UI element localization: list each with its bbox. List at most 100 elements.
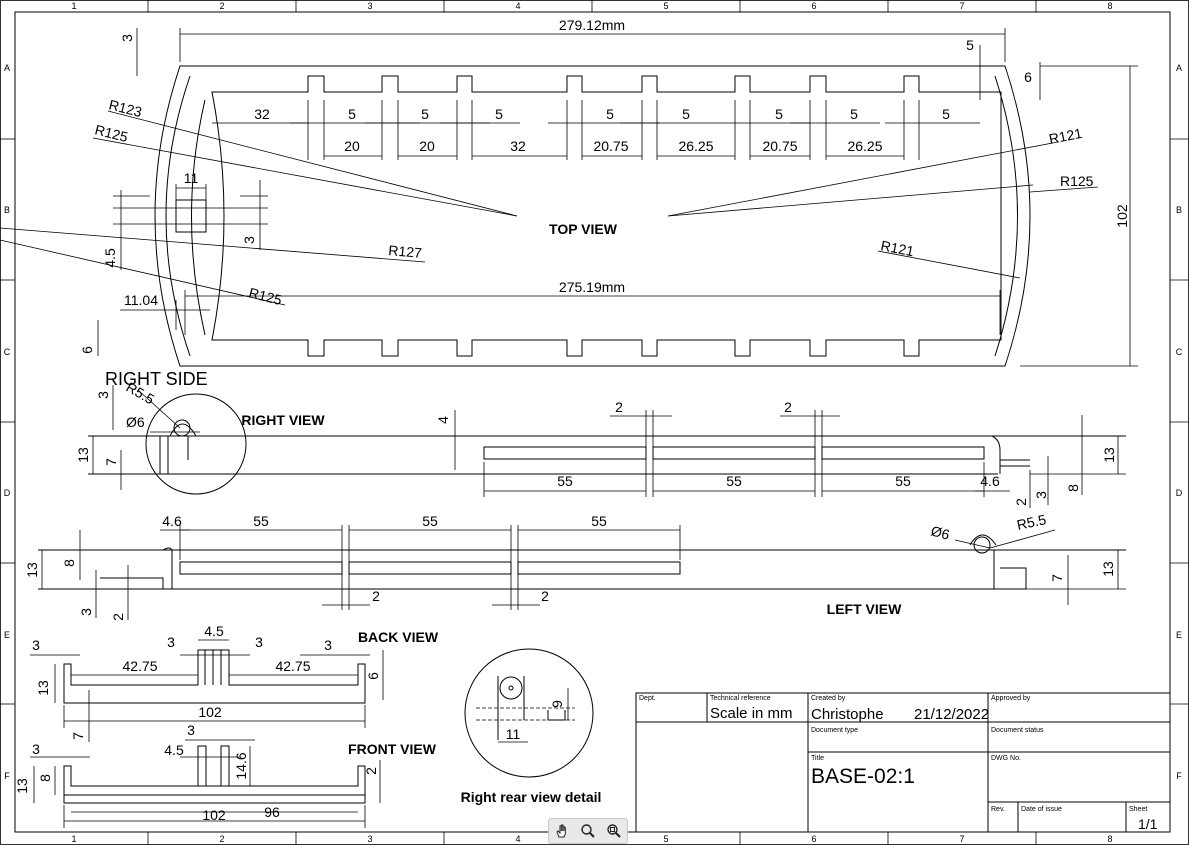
svg-text:55: 55 <box>726 473 742 489</box>
svg-text:20: 20 <box>344 138 360 154</box>
svg-text:6: 6 <box>1024 69 1032 85</box>
svg-text:55: 55 <box>557 473 573 489</box>
svg-text:Scale in mm: Scale in mm <box>710 705 793 722</box>
zoom-fit-icon[interactable] <box>603 821 625 841</box>
viewer-toolbar <box>548 818 628 844</box>
svg-text:3: 3 <box>78 608 94 616</box>
svg-text:4: 4 <box>435 416 451 424</box>
svg-text:4: 4 <box>515 834 520 844</box>
svg-text:20.75: 20.75 <box>593 138 628 154</box>
svg-text:3: 3 <box>119 34 135 42</box>
svg-text:3: 3 <box>367 834 372 844</box>
zoom-icon[interactable] <box>577 821 599 841</box>
svg-text:2: 2 <box>541 588 549 604</box>
svg-text:3: 3 <box>255 634 263 650</box>
svg-text:20: 20 <box>419 138 435 154</box>
svg-text:B: B <box>4 205 10 215</box>
svg-text:C: C <box>1176 347 1183 357</box>
svg-text:8: 8 <box>1065 484 1081 492</box>
svg-text:DWG No.: DWG No. <box>991 755 1021 762</box>
svg-text:Christophe: Christophe <box>811 706 884 723</box>
title-block: Dept. Technical reference Scale in mm Cr… <box>635 692 1171 833</box>
svg-text:21/12/2022: 21/12/2022 <box>914 706 989 723</box>
front-view: FRONT VIEW 3 3 4.5 14.6 13 8 2 102 96 <box>14 722 437 828</box>
svg-text:Dept.: Dept. <box>639 695 656 702</box>
svg-text:R125: R125 <box>93 121 130 145</box>
svg-text:A: A <box>1176 63 1182 73</box>
svg-text:Created by: Created by <box>811 695 846 702</box>
svg-text:102: 102 <box>202 807 226 823</box>
svg-text:96: 96 <box>264 804 280 820</box>
svg-text:4.6: 4.6 <box>980 473 1000 489</box>
svg-text:2: 2 <box>1013 498 1029 506</box>
right-view: RIGHT SIDE RIGHT VIEW 13 7 3 Ø6 R5.5 4 2 <box>75 369 1126 508</box>
svg-text:9: 9 <box>549 700 565 708</box>
svg-text:26.25: 26.25 <box>678 138 713 154</box>
pan-hand-icon[interactable] <box>551 821 573 841</box>
svg-text:5: 5 <box>348 106 356 122</box>
svg-text:BASE-02:1: BASE-02:1 <box>811 765 915 788</box>
svg-text:1/1: 1/1 <box>1138 816 1158 832</box>
svg-text:5: 5 <box>942 106 950 122</box>
svg-text:Right rear view detail: Right rear view detail <box>461 789 602 805</box>
svg-text:Sheet: Sheet <box>1129 806 1147 813</box>
svg-text:Ø6: Ø6 <box>126 414 145 430</box>
svg-text:20.75: 20.75 <box>762 138 797 154</box>
svg-text:Technical reference: Technical reference <box>710 695 771 702</box>
svg-text:3: 3 <box>1033 491 1049 499</box>
svg-text:7: 7 <box>103 458 119 466</box>
svg-text:8: 8 <box>37 774 53 782</box>
svg-text:32: 32 <box>510 138 526 154</box>
svg-text:8: 8 <box>1107 834 1112 844</box>
svg-text:275.19mm: 275.19mm <box>559 279 625 295</box>
svg-text:BACK VIEW: BACK VIEW <box>358 629 439 645</box>
svg-text:5: 5 <box>682 106 690 122</box>
svg-text:102: 102 <box>198 704 222 720</box>
svg-text:5: 5 <box>663 1 668 11</box>
svg-text:3: 3 <box>32 637 40 653</box>
svg-text:1: 1 <box>71 1 76 11</box>
svg-text:R125: R125 <box>247 284 284 308</box>
svg-text:B: B <box>1176 205 1182 215</box>
svg-text:Rev.: Rev. <box>991 806 1005 813</box>
svg-text:Title: Title <box>811 755 824 762</box>
svg-text:R121: R121 <box>1048 125 1084 147</box>
svg-text:3: 3 <box>187 722 195 738</box>
svg-text:R127: R127 <box>388 242 423 261</box>
svg-text:42.75: 42.75 <box>122 658 157 674</box>
svg-text:3: 3 <box>241 236 257 244</box>
svg-text:5: 5 <box>775 106 783 122</box>
svg-text:E: E <box>4 630 10 640</box>
svg-text:6: 6 <box>811 834 816 844</box>
svg-text:279.12mm: 279.12mm <box>559 17 625 33</box>
svg-text:3: 3 <box>324 637 332 653</box>
left-view: 4.6 55 55 55 2 2 13 8 3 2 Ø6 R5.5 7 13 L… <box>24 511 1126 621</box>
svg-text:2: 2 <box>110 613 126 621</box>
svg-text:11.04: 11.04 <box>124 292 158 308</box>
svg-text:Document status: Document status <box>991 727 1044 734</box>
svg-text:D: D <box>1176 488 1183 498</box>
svg-text:8: 8 <box>1107 1 1112 11</box>
svg-text:2: 2 <box>219 1 224 11</box>
svg-text:8: 8 <box>61 559 77 567</box>
detail-view: 9 11 Right rear view detail <box>461 648 602 805</box>
svg-text:55: 55 <box>895 473 911 489</box>
svg-text:55: 55 <box>591 513 607 529</box>
svg-text:F: F <box>1176 771 1182 781</box>
svg-text:4.5: 4.5 <box>102 248 118 268</box>
svg-text:E: E <box>1176 630 1182 640</box>
svg-text:2: 2 <box>784 399 792 415</box>
svg-text:2: 2 <box>219 834 224 844</box>
svg-text:13: 13 <box>75 447 91 463</box>
svg-text:13: 13 <box>1101 447 1117 463</box>
svg-text:5: 5 <box>663 834 668 844</box>
svg-text:5: 5 <box>495 106 503 122</box>
svg-text:26.25: 26.25 <box>847 138 882 154</box>
svg-text:D: D <box>4 488 11 498</box>
svg-text:Ø6: Ø6 <box>929 522 951 542</box>
svg-text:7: 7 <box>959 834 964 844</box>
svg-text:C: C <box>4 347 11 357</box>
top-view-title: TOP VIEW <box>549 221 618 237</box>
